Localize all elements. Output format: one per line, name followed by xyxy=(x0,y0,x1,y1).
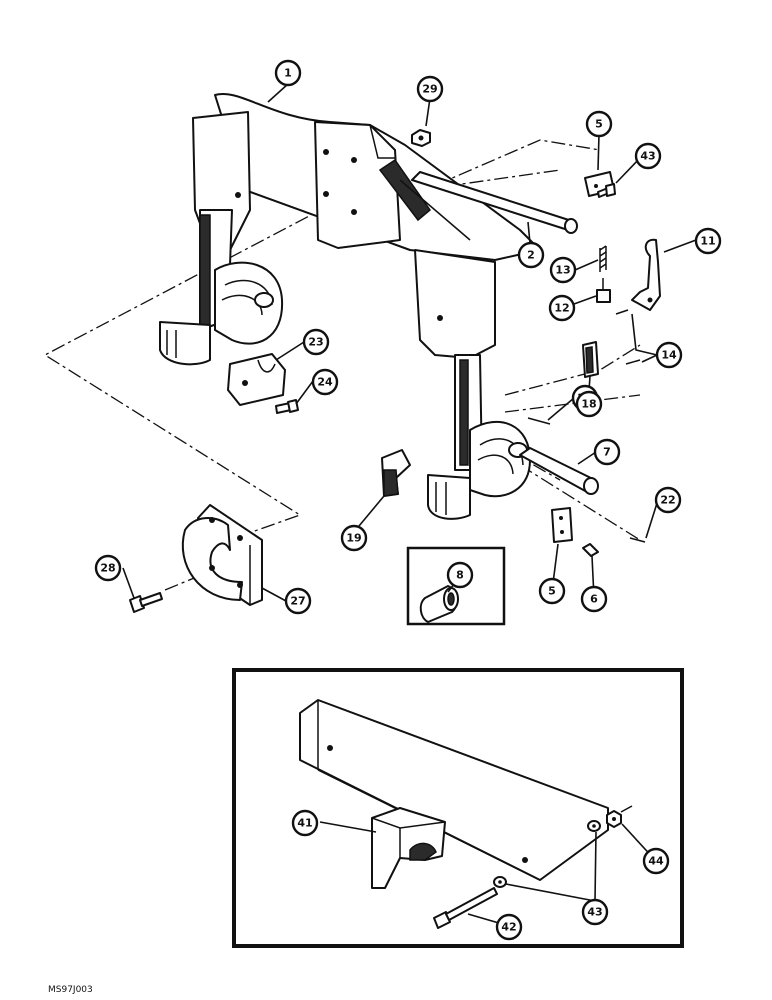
svg-text:43: 43 xyxy=(640,150,655,163)
svg-text:8: 8 xyxy=(456,569,464,582)
callout-5-upper: 5 xyxy=(585,110,613,138)
hook-plate-27 xyxy=(181,504,263,606)
svg-text:5: 5 xyxy=(595,118,603,131)
callout-6: 6 xyxy=(580,585,608,613)
svg-text:29: 29 xyxy=(422,83,437,96)
leader-lines xyxy=(122,83,697,927)
latch-handle-11 xyxy=(631,238,661,311)
svg-text:44: 44 xyxy=(648,855,664,868)
callout-14: 14 xyxy=(655,341,683,369)
pivot-pin-2 xyxy=(411,171,578,234)
svg-text:41: 41 xyxy=(297,817,312,830)
svg-text:2: 2 xyxy=(527,249,535,262)
callout-18: 18 xyxy=(575,390,603,418)
svg-text:11: 11 xyxy=(700,235,715,248)
callout-24: 24 xyxy=(311,368,339,396)
svg-text:6: 6 xyxy=(590,593,598,606)
svg-text:18: 18 xyxy=(581,398,596,411)
svg-text:5: 5 xyxy=(548,585,556,598)
callout-29: 29 xyxy=(416,75,444,103)
callout-44: 44 xyxy=(642,847,670,875)
svg-text:24: 24 xyxy=(317,376,333,389)
svg-text:7: 7 xyxy=(603,446,611,459)
svg-text:14: 14 xyxy=(661,349,677,362)
svg-text:12: 12 xyxy=(554,302,569,315)
callout-28: 28 xyxy=(94,554,122,582)
pin-22-lower xyxy=(629,537,646,543)
screw-6 xyxy=(582,543,599,557)
svg-text:19: 19 xyxy=(346,532,361,545)
pins-14 xyxy=(615,309,641,365)
callout-11: 11 xyxy=(694,227,722,255)
svg-text:22: 22 xyxy=(660,494,675,507)
callout-43-upper: 43 xyxy=(634,142,662,170)
callout-5-lower: 5 xyxy=(538,577,566,605)
bolt-43-upper xyxy=(597,183,616,198)
callout-43-lower: 43 xyxy=(581,898,609,926)
shaft-7 xyxy=(519,447,599,495)
callout-27: 27 xyxy=(284,587,312,615)
plate-5-lower xyxy=(551,507,573,543)
svg-text:1: 1 xyxy=(284,67,292,80)
svg-text:13: 13 xyxy=(555,264,570,277)
diagram-code: MS97J003 xyxy=(48,985,93,995)
svg-text:28: 28 xyxy=(100,562,115,575)
spring-13 xyxy=(599,245,607,272)
callout-13: 13 xyxy=(549,256,577,284)
callout-2: 2 xyxy=(517,241,545,269)
bolt-28 xyxy=(129,592,163,613)
callout-41: 41 xyxy=(291,809,319,837)
callout-12: 12 xyxy=(548,294,576,322)
callout-19: 19 xyxy=(340,524,368,552)
callout-1: 1 xyxy=(274,59,302,87)
bolt-24 xyxy=(275,399,299,414)
nut-29 xyxy=(411,129,431,147)
callout-8: 8 xyxy=(446,561,474,589)
svg-text:23: 23 xyxy=(308,336,323,349)
bracket-18 xyxy=(582,341,599,378)
drawbar-inset xyxy=(232,668,684,948)
svg-text:43: 43 xyxy=(587,906,602,919)
svg-text:27: 27 xyxy=(290,595,305,608)
keeper-19 xyxy=(381,449,411,497)
callout-7: 7 xyxy=(593,438,621,466)
pin-22-upper xyxy=(527,417,551,425)
svg-text:42: 42 xyxy=(501,921,516,934)
callout-22-lower: 22 xyxy=(654,486,682,514)
wear-pad-23 xyxy=(227,353,286,406)
hitch-frame xyxy=(159,92,541,520)
latch-12 xyxy=(596,278,611,303)
callout-42: 42 xyxy=(495,913,523,941)
callout-23: 23 xyxy=(302,328,330,356)
